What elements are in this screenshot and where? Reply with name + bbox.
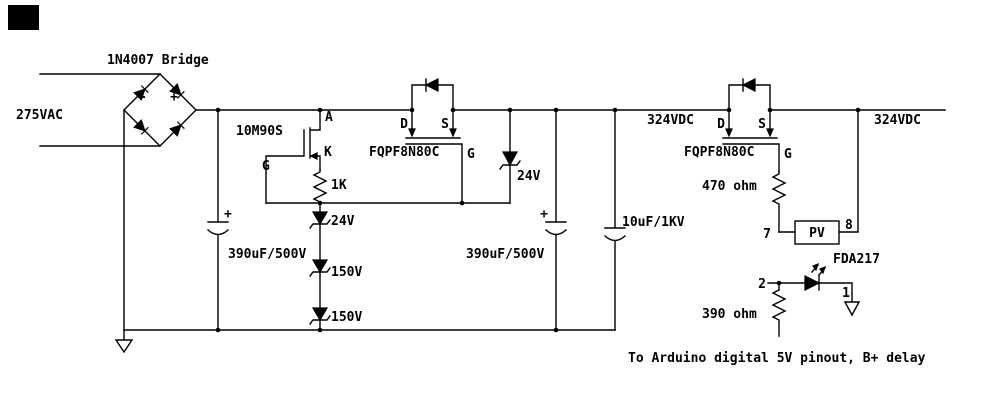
opto-pin-1: 1: [842, 286, 850, 301]
label-resistor-390: 390 ohm: [702, 307, 757, 322]
opto-led-triangle: [804, 275, 821, 291]
pv-pin-7: 7: [763, 227, 771, 242]
corner-artifact: [8, 5, 39, 30]
bridge-diode-3: [133, 119, 149, 135]
delay-fet-pin-d: D: [717, 117, 725, 132]
gate-zener-mid-triangle: [501, 151, 519, 167]
bridge-diode-1: [133, 85, 149, 101]
led-emission-arrowhead-1: [812, 262, 819, 272]
zener-24v-triangle: [311, 211, 329, 226]
label-rail-mid: 324VDC: [647, 113, 694, 128]
zener-150v1-triangle: [311, 259, 329, 274]
delay-body-diode: [741, 78, 756, 92]
ccs-source-arrow: [309, 152, 318, 160]
led-emission-arrowhead-2: [819, 265, 826, 275]
pass-fet-pin-g: G: [467, 147, 475, 162]
label-resistor-470: 470 ohm: [702, 179, 757, 194]
resistor-470-symbol: [771, 171, 787, 233]
delay-drain-arrow: [725, 128, 733, 138]
label-delay-fet: FQPF8N80C: [684, 145, 754, 160]
label-opto-part: FDA217: [833, 252, 880, 267]
cap3-symbol: [604, 109, 626, 331]
junction-dots: [215, 107, 861, 333]
label-bridge: 1N4007 Bridge: [107, 53, 209, 68]
pv-driver-wires: [778, 109, 859, 233]
wiring: [39, 73, 946, 341]
labels: 275VAC 1N4007 Bridge - + 10M90S A K G 1K…: [16, 53, 926, 366]
label-pass-fet: FQPF8N80C: [369, 145, 439, 160]
label-ccs-part: 10M90S: [236, 124, 283, 139]
label-gate-zener-mid: 24V: [517, 169, 541, 184]
open-symbols: [114, 220, 861, 354]
pass-source-arrow: [449, 128, 457, 138]
bridge-plus-mark: +: [170, 90, 178, 105]
pv-driver-box: [794, 220, 840, 245]
bridge-diode-4: [169, 121, 185, 137]
ground-symbol: [114, 339, 134, 354]
ccs-pin-g: G: [262, 159, 270, 174]
resistor-1k-symbol: [312, 169, 328, 213]
label-zener-150v-1: 150V: [331, 265, 362, 280]
label-input-voltage: 275VAC: [16, 108, 63, 123]
pass-fet-pin-d: D: [400, 117, 408, 132]
cap2-symbol: [545, 109, 567, 331]
pass-body-diode: [424, 78, 439, 92]
delay-source-arrow: [766, 128, 774, 138]
delay-fet-pin-g: G: [784, 147, 792, 162]
label-cap2: 390uF/500V: [466, 247, 544, 262]
pv-box-label: PV: [809, 226, 825, 241]
bridge-minus-mark: -: [139, 90, 147, 105]
components: [133, 78, 826, 322]
label-zener-24v: 24V: [331, 214, 355, 229]
opto-pin-2: 2: [758, 277, 766, 292]
pass-fet-pin-s: S: [441, 117, 449, 132]
label-resistor-1k: 1K: [331, 178, 347, 193]
pv-pin-8: 8: [845, 218, 853, 233]
bridge-diode-2: [169, 83, 185, 99]
zener-150v2-triangle: [311, 307, 329, 322]
pass-drain-arrow: [408, 128, 416, 138]
arduino-note: To Arduino digital 5V pinout, B+ delay: [628, 351, 926, 366]
cap1-polarity: +: [224, 207, 232, 222]
label-cap3: 10uF/1KV: [622, 215, 685, 230]
delay-fet-pin-s: S: [758, 117, 766, 132]
label-zener-150v-2: 150V: [331, 310, 362, 325]
bridge-rectifier-outline: [123, 73, 197, 147]
label-rail-out: 324VDC: [874, 113, 921, 128]
cap2-polarity: +: [540, 207, 548, 222]
port-arrow-down: [843, 301, 861, 317]
cap1-symbol: [207, 109, 229, 331]
label-cap1: 390uF/500V: [228, 247, 306, 262]
ccs-pin-k: K: [324, 145, 332, 160]
resistor-390-symbol: [771, 289, 787, 337]
ccs-pin-a: A: [325, 110, 333, 125]
